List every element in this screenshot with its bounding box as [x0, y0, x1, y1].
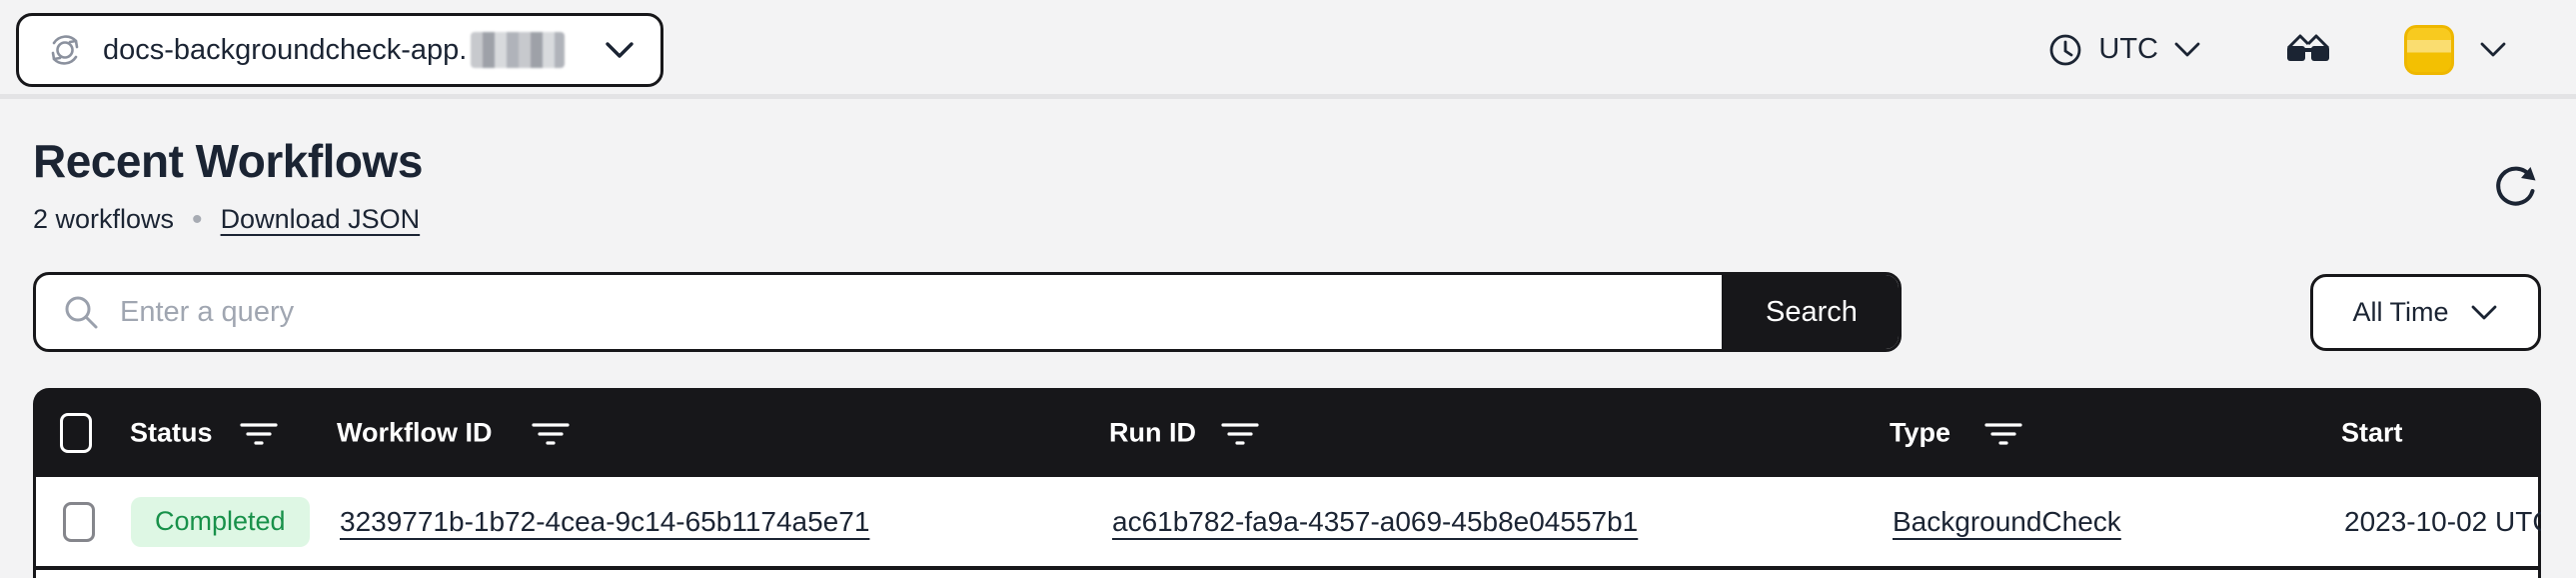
glasses-icon[interactable]: [2284, 32, 2332, 68]
top-navigation-bar: docs-backgroundcheck-app. UTC: [0, 0, 2576, 99]
time-range-filter[interactable]: All Time: [2310, 274, 2541, 351]
chevron-down-icon[interactable]: [2478, 40, 2508, 60]
search-icon: [62, 293, 100, 331]
download-json-link[interactable]: Download JSON: [220, 204, 421, 234]
table-header-row: Status Workflow ID Run ID Type: [33, 388, 2541, 477]
workflow-id-filter-icon[interactable]: [531, 417, 571, 449]
timezone-label[interactable]: UTC: [2098, 33, 2158, 65]
column-header-status: Status: [130, 417, 213, 447]
type-filter-icon[interactable]: [1983, 417, 2023, 449]
user-avatar[interactable]: [2404, 24, 2454, 75]
workflows-table: Status Workflow ID Run ID Type: [33, 388, 2541, 578]
table-row-partial: [33, 570, 2541, 578]
workflow-count: 2 workflows: [33, 204, 175, 234]
run-id-link[interactable]: ac61b782-fa9a-4357-a069-45b8e04557b1: [1112, 505, 1639, 537]
select-all-checkbox[interactable]: [60, 412, 92, 453]
row-checkbox[interactable]: [63, 501, 95, 542]
time-range-label: All Time: [2352, 297, 2449, 327]
search-button[interactable]: Search: [1722, 275, 1899, 349]
query-input[interactable]: [118, 275, 1722, 349]
start-time: 2023-10-02 UTC: [2344, 505, 2541, 537]
status-filter-icon[interactable]: [239, 417, 279, 449]
topbar-right-cluster: UTC: [2046, 0, 2508, 99]
separator-dot: •: [192, 202, 203, 236]
namespace-selector[interactable]: docs-backgroundcheck-app.: [16, 13, 663, 87]
table-row[interactable]: Completed 3239771b-1b72-4cea-9c14-65b117…: [33, 477, 2541, 570]
refresh-icon: [2489, 161, 2541, 213]
page-title: Recent Workflows: [33, 135, 423, 187]
chevron-down-icon: [2469, 303, 2499, 323]
chevron-down-icon[interactable]: [2172, 40, 2202, 60]
status-badge: Completed: [131, 496, 310, 547]
column-header-type: Type: [1890, 417, 1951, 447]
namespace-cycle-icon: [43, 28, 87, 72]
chevron-down-icon: [603, 39, 637, 61]
column-header-run-id: Run ID: [1109, 417, 1196, 447]
namespace-name: docs-backgroundcheck-app.: [103, 33, 468, 66]
run-id-filter-icon[interactable]: [1220, 417, 1260, 449]
query-search-bar: Search: [33, 272, 1902, 352]
column-header-workflow-id: Workflow ID: [337, 417, 493, 447]
workflow-id-link[interactable]: 3239771b-1b72-4cea-9c14-65b1174a5e71: [340, 505, 870, 537]
workflow-type-link[interactable]: BackgroundCheck: [1893, 505, 2121, 537]
refresh-button[interactable]: [2486, 158, 2544, 216]
redacted-namespace-suffix: [471, 32, 566, 68]
clock-icon: [2046, 31, 2084, 69]
workflow-count-line: 2 workflows • Download JSON: [33, 204, 420, 235]
column-header-start: Start: [2341, 417, 2403, 447]
